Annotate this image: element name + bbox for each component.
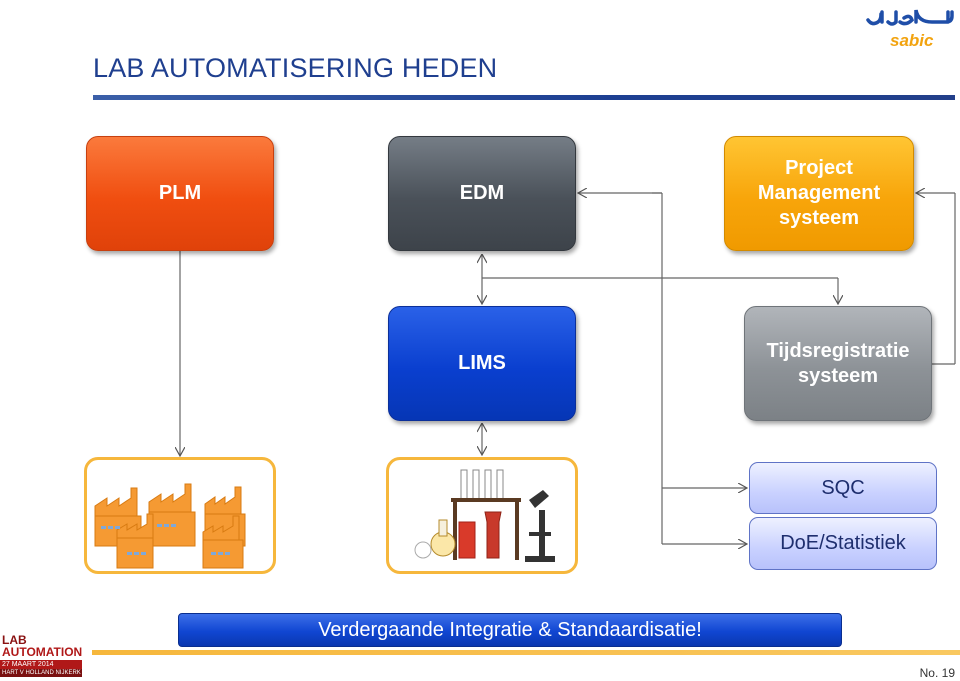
integration-banner: Verdergaande Integratie & Standaardisati…: [178, 613, 842, 647]
page-number: No. 19: [919, 666, 955, 680]
plm-box: PLM: [86, 136, 274, 251]
sabic-logo: sabic: [866, 9, 954, 50]
tijdsregistratie-box: Tijdsregistratie systeem: [744, 306, 932, 421]
project-management-box: Project Management systeem: [724, 136, 914, 251]
tijdsregistratie-label: Tijdsregistratie systeem: [766, 339, 910, 387]
lab-automation-date: 27 MAART 2014: [0, 660, 82, 669]
lab-automation-logo: LAB AUTOMATION 27 MAART 2014 HART V HOLL…: [0, 634, 88, 680]
sqc-label: SQC: [821, 476, 865, 499]
doe-statistiek-box: DoE/Statistiek: [749, 517, 937, 570]
project-management-label: Project Management systeem: [757, 157, 881, 229]
lab-automation-line1: LAB: [2, 633, 27, 647]
lab-automation-line2: AUTOMATION: [2, 645, 83, 659]
factory-icon: [94, 483, 246, 569]
title-divider: [93, 95, 955, 100]
doe-statistiek-label: DoE/Statistiek: [780, 532, 906, 554]
page-title: LAB AUTOMATISERING HEDEN: [93, 53, 498, 83]
lims-box: LIMS: [388, 306, 576, 421]
lab-automation-venue: HART V HOLLAND NIJKERK: [0, 669, 82, 677]
sqc-box: SQC: [749, 462, 937, 514]
lims-label: LIMS: [458, 352, 506, 374]
banner-text: Verdergaande Integratie & Standaardisati…: [318, 618, 702, 641]
edm-label: EDM: [459, 182, 505, 204]
sabic-wordmark: sabic: [890, 31, 934, 50]
plm-label: PLM: [158, 182, 202, 204]
lab-equipment-image: [386, 457, 578, 574]
factories-image: [84, 457, 276, 574]
edm-box: EDM: [388, 136, 576, 251]
footer-divider: [92, 650, 960, 655]
lab-equipment-icon: [414, 469, 555, 562]
